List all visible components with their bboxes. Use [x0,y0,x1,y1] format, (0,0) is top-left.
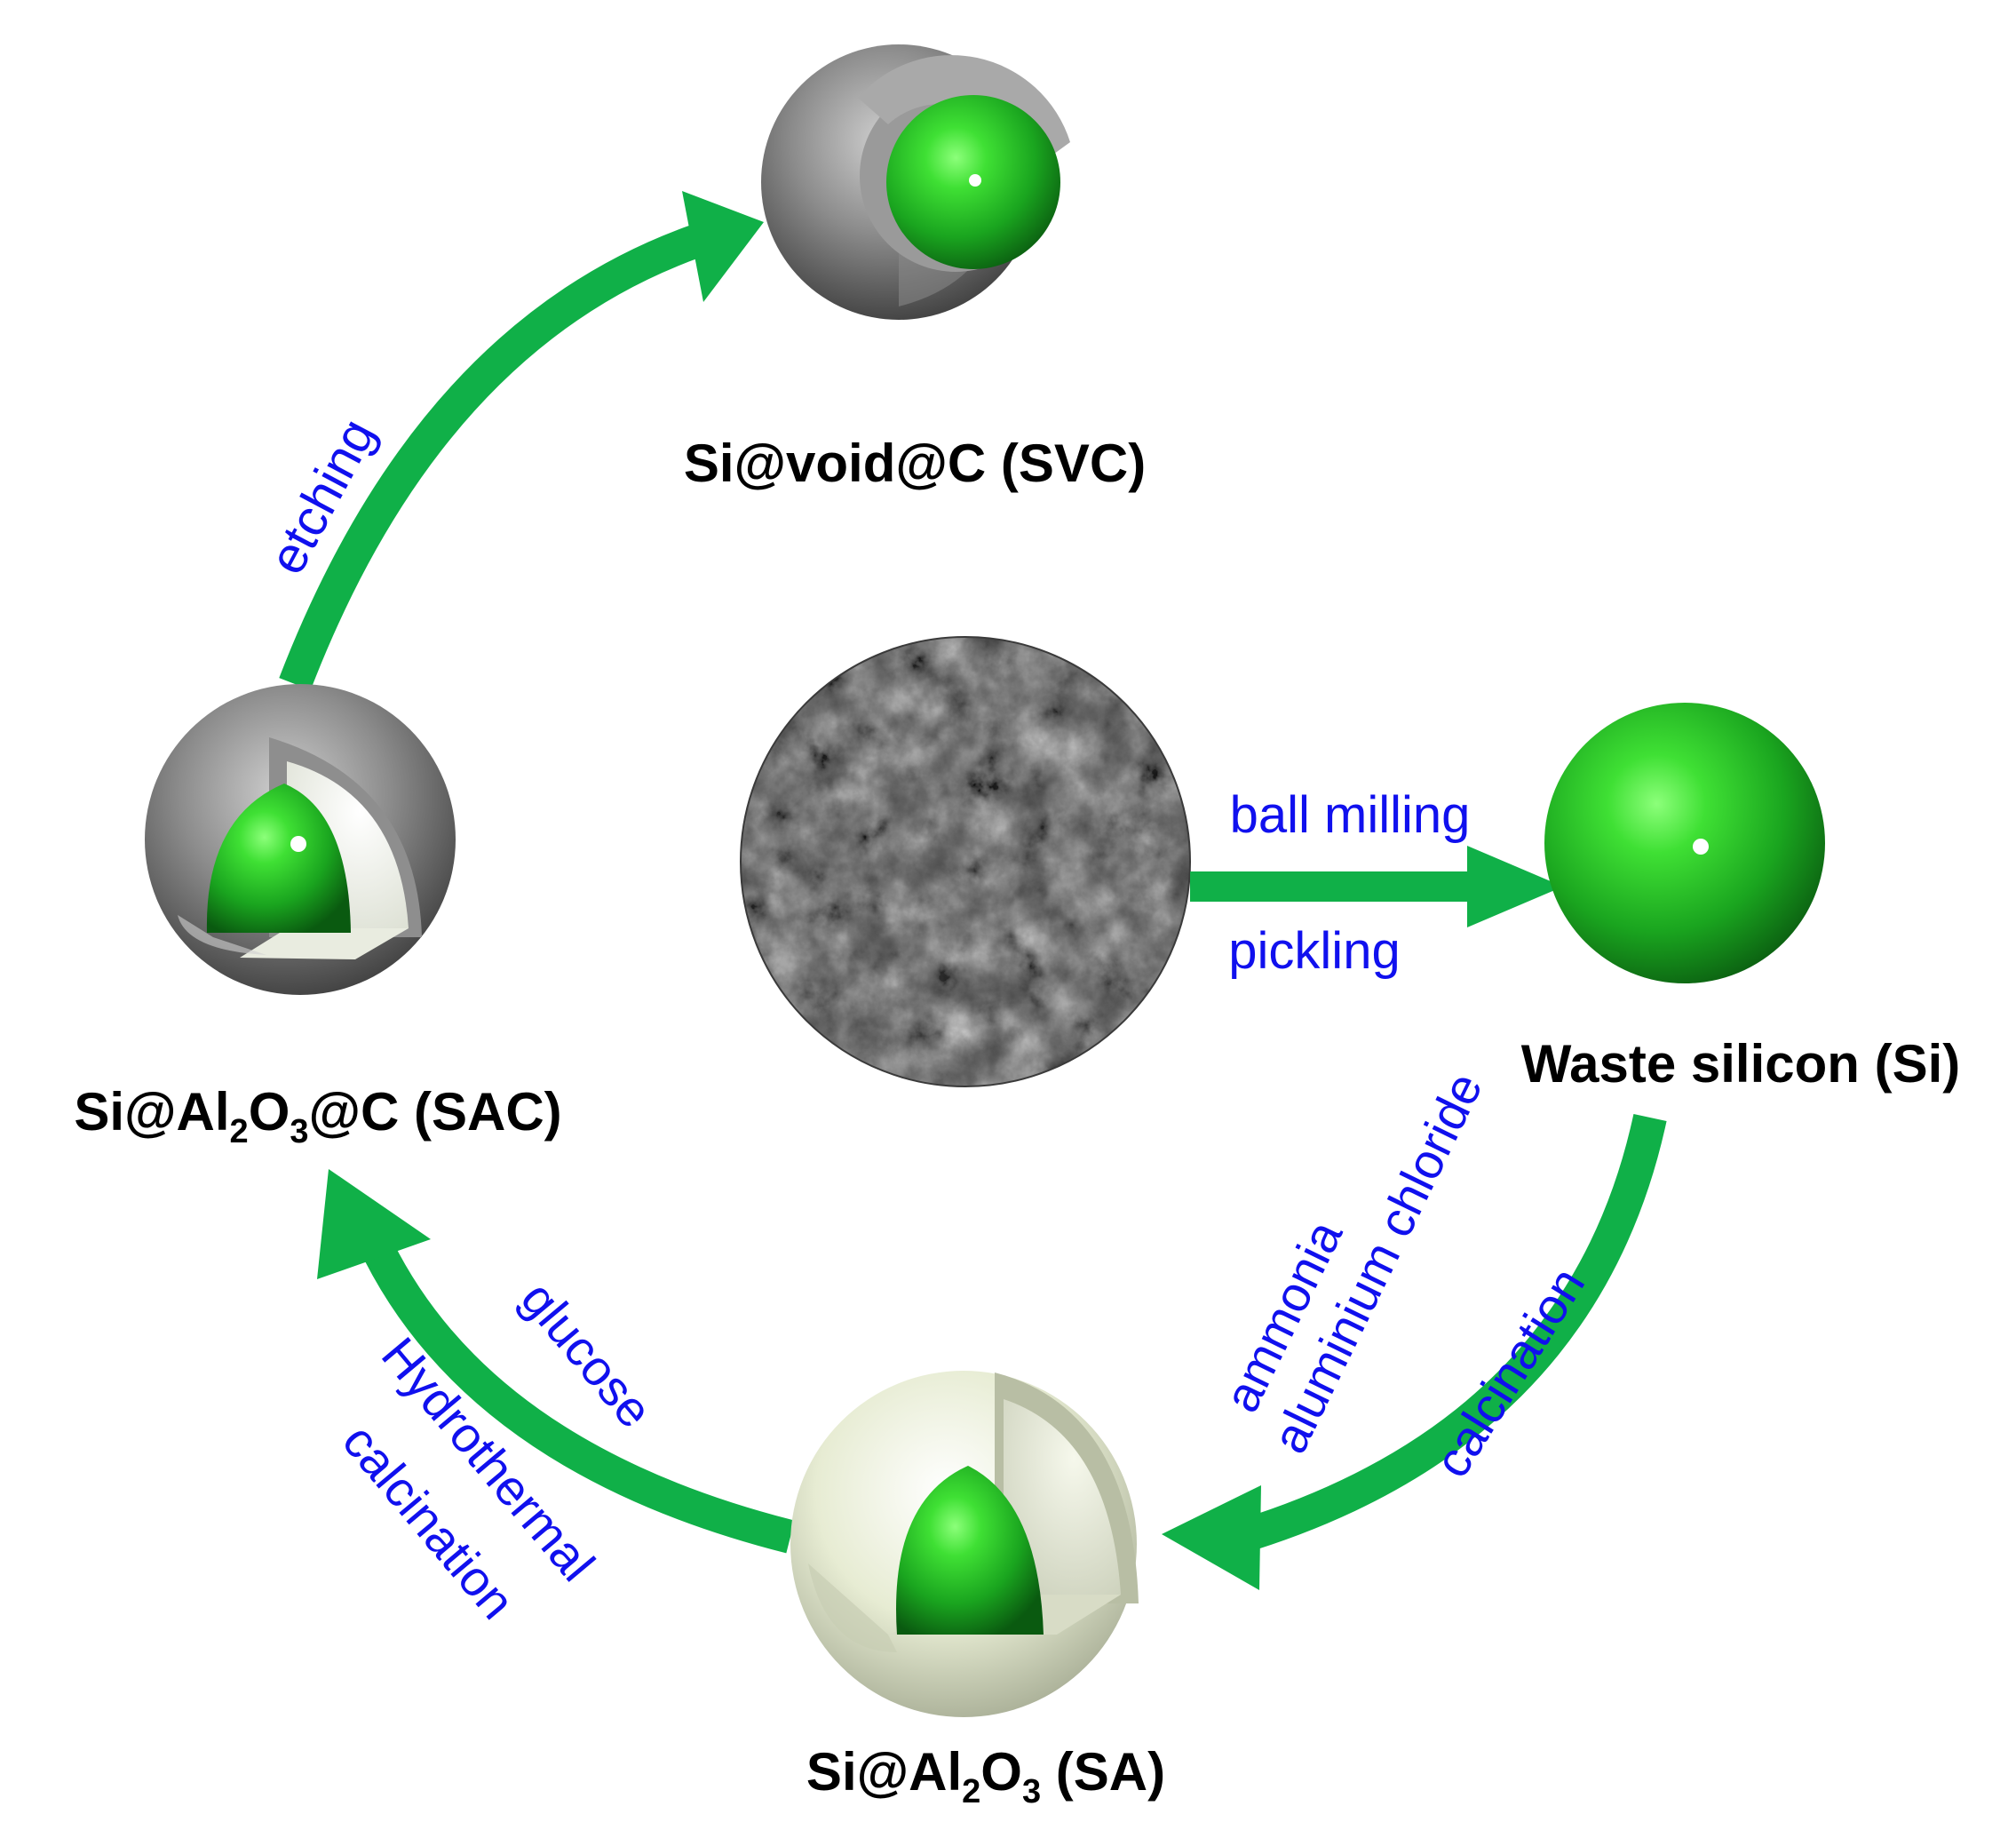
waste-silicon-sem-texture-icon [740,636,1191,1087]
waste-silicon-label: Waste silicon (Si) [1521,1034,1961,1094]
svc-label: Si@void@C (SVC) [684,434,1146,493]
sa-label-post: (SA) [1041,1742,1165,1802]
sa-label-mid: O [980,1742,1022,1802]
arrow-milling [1190,846,1563,927]
step-calcination-coating: calcination [1424,1258,1596,1487]
step-ball-milling: ball milling [1230,786,1471,844]
sac-label-pre: Si@Al [74,1082,229,1142]
arrow-carbon [317,1169,795,1554]
step-pickling: pickling [1228,922,1400,980]
sac-label-sub2: 3 [290,1113,308,1150]
sac-label-post: @C (SAC) [309,1082,562,1142]
sac-particle-icon [145,684,456,995]
sa-label-sub2: 3 [1022,1773,1041,1810]
arrow-etching [279,191,764,690]
sac-label: Si@Al2O3@C (SAC) [74,1082,561,1150]
si-sphere-icon [1544,703,1825,983]
sac-label-mid: O [249,1082,290,1142]
sa-label: Si@Al2O3 (SA) [806,1742,1165,1810]
sa-label-sub1: 2 [962,1773,980,1810]
sa-label-pre: Si@Al [806,1742,962,1802]
svc-particle-icon [761,44,1070,320]
arrow-coating [1162,1113,1667,1590]
sac-label-sub1: 2 [230,1113,249,1150]
sa-particle-icon [790,1371,1139,1717]
